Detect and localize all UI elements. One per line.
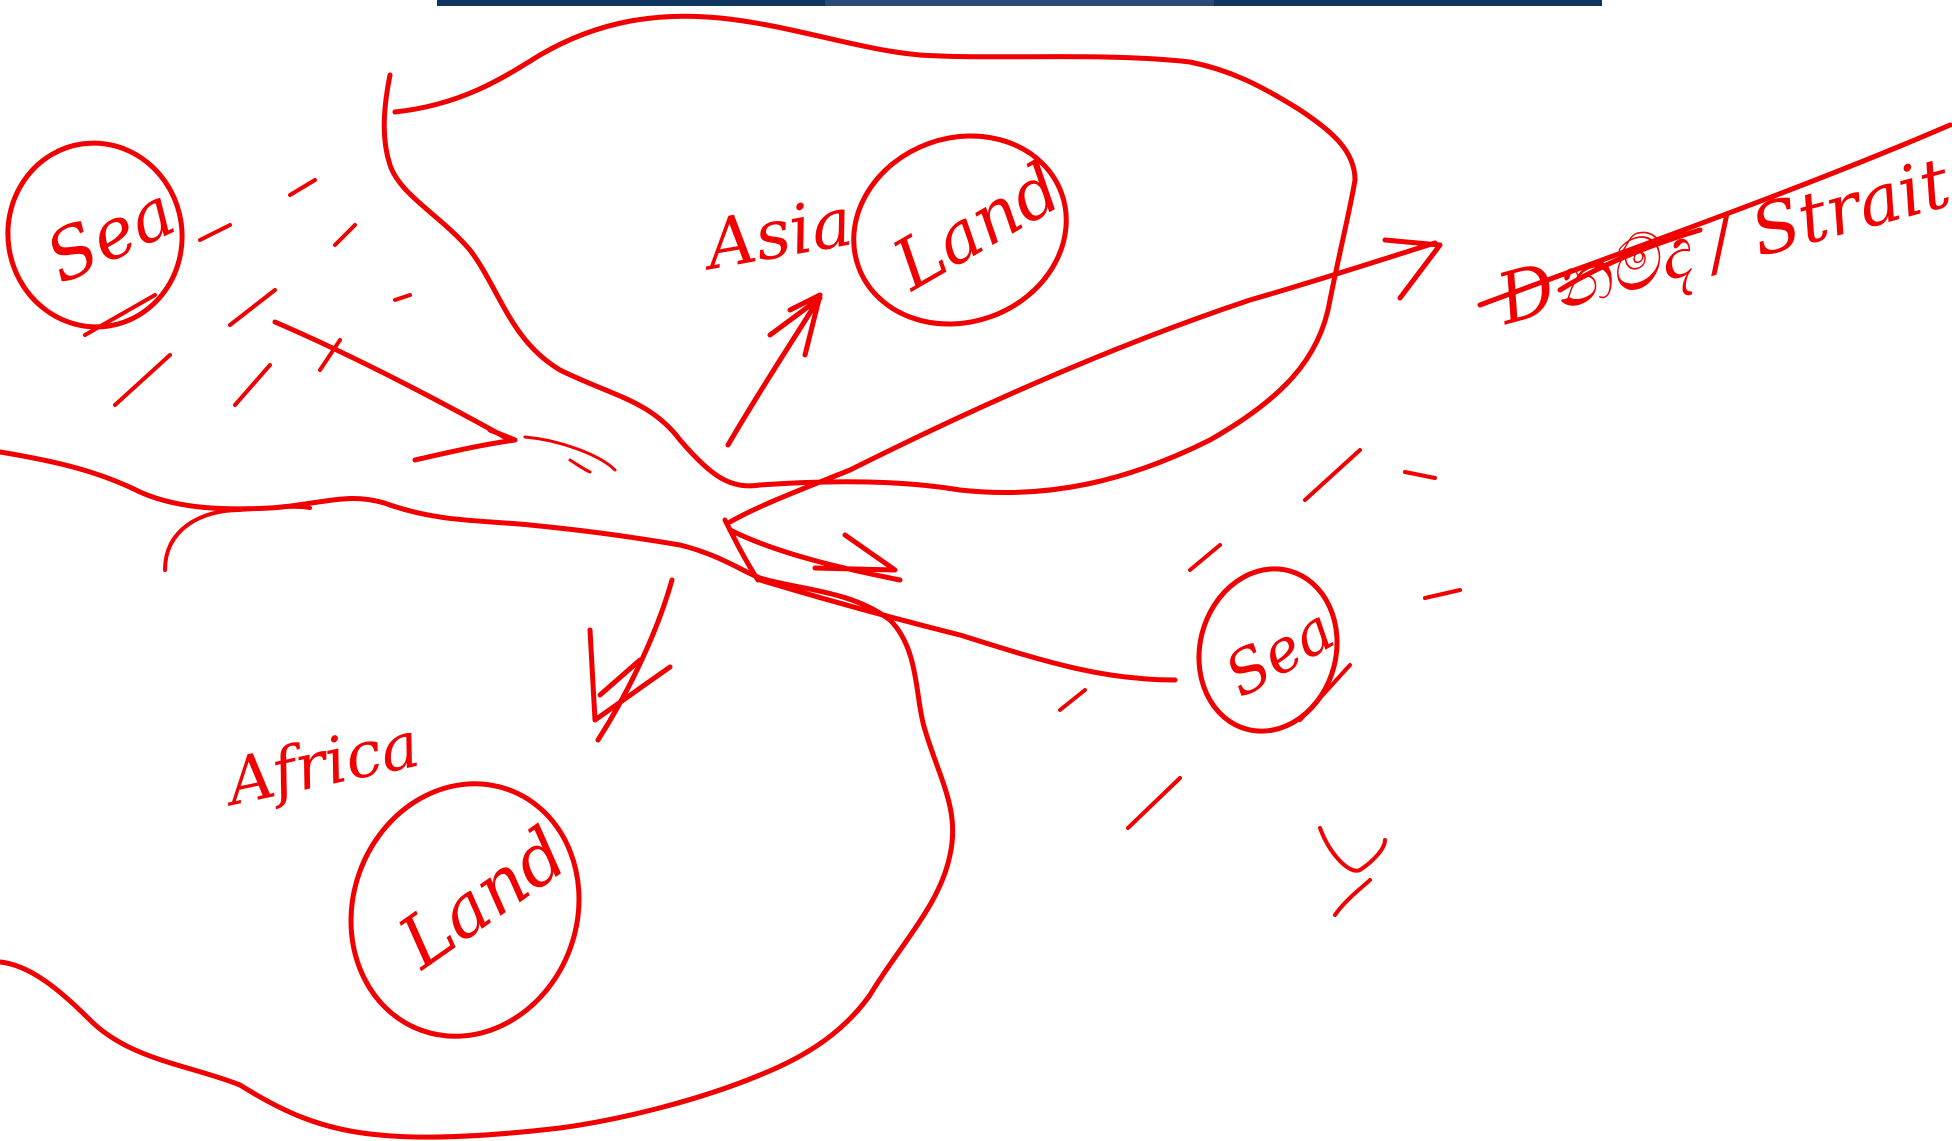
sea-hatch-marks-left — [83, 178, 412, 407]
sea-left-circle — [5, 140, 185, 330]
coast-swoosh-left — [163, 504, 312, 572]
top-bar-segment — [437, 0, 826, 6]
strait-label-underline — [1477, 122, 1952, 308]
land-asia-label: Land — [878, 146, 1075, 307]
strait-arrow-left — [272, 319, 518, 463]
coast-swoosh-mid — [523, 435, 617, 474]
strait-pointer-arrow — [727, 237, 1443, 525]
top-bar-segment — [1213, 0, 1602, 6]
africa-landmass-outline — [0, 449, 956, 1140]
land-africa-label: Land — [382, 811, 582, 986]
arrow-to-africa-land — [587, 577, 675, 743]
sea-left-label: Sea — [34, 170, 187, 300]
asia-landmass-outline — [381, 13, 1358, 496]
land-africa-circle — [348, 781, 582, 1039]
strait-neck-mark — [722, 517, 761, 583]
sea-right-circle — [1196, 566, 1340, 734]
strait-label: Dනම්ද / Strait — [1487, 141, 1952, 344]
top-bar-segment — [825, 0, 1214, 6]
asia-label: Asia — [694, 183, 858, 287]
strait-arrow-right — [727, 527, 1178, 683]
sea-hatch-marks-right — [1058, 448, 1462, 917]
presentation-top-bar — [437, 0, 1602, 6]
arrow-to-asia-land — [725, 292, 823, 448]
africa-label: Africa — [216, 708, 426, 822]
land-asia-circle — [851, 133, 1069, 327]
